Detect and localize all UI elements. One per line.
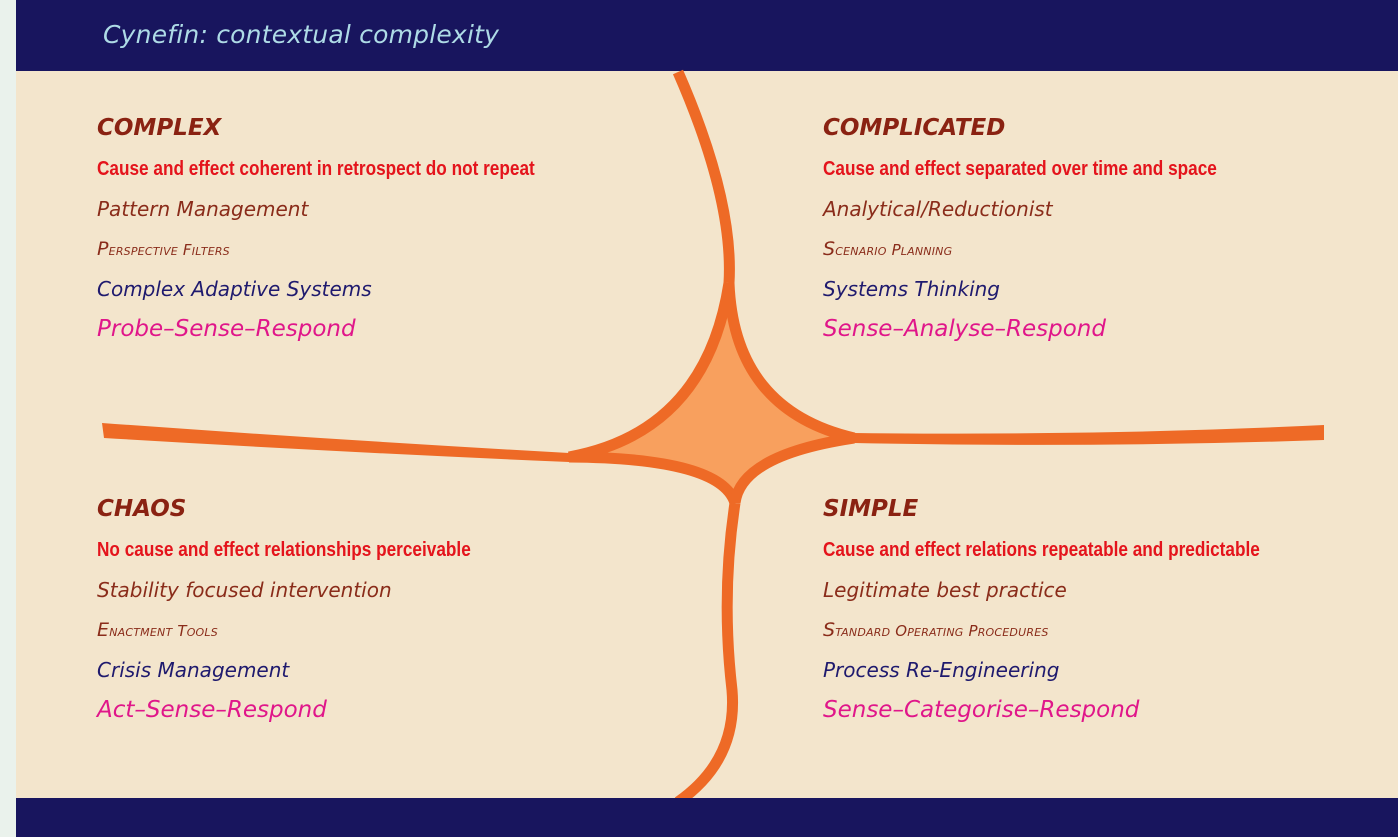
management-approach: Pattern Management [97,197,309,221]
domain-boundary-shape [102,69,1324,807]
footer-bar [16,798,1398,837]
page-title: Cynefin: contextual complexity [103,20,500,49]
decision-model: Probe–Sense–Respond [97,316,356,342]
domain-complicated: COMPLICATED Cause and effect separated o… [823,113,1281,349]
domain-heading: CHAOS [97,496,187,522]
domain-simple: SIMPLE Cause and effect relations repeat… [823,494,1331,730]
domain-complex: COMPLEX Cause and effect coherent in ret… [97,113,606,349]
decision-model: Sense–Categorise–Respond [823,697,1140,723]
boundary-arc-top-left [568,282,735,463]
decision-model: Sense–Analyse–Respond [823,316,1106,342]
underlying-theory: Systems Thinking [823,277,1000,301]
management-tool: Perspective Filters [97,238,230,260]
domain-chaos: CHAOS No cause and effect relationships … [97,494,532,730]
header-bar: Cynefin: contextual complexity [16,0,1398,71]
cause-effect-relation: No cause and effect relationships percei… [97,539,471,561]
management-tool: Enactment Tools [97,619,218,641]
cause-effect-relation: Cause and effect relations repeatable an… [823,539,1260,561]
domain-heading: COMPLICATED [823,115,1006,141]
cause-effect-relation: Cause and effect coherent in retrospect … [97,158,535,180]
underlying-theory: Complex Adaptive Systems [97,277,372,301]
management-approach: Analytical/Reductionist [823,197,1053,221]
management-tool: Standard Operating Procedures [823,619,1049,641]
boundary-arc-top [672,69,735,284]
decision-model: Act–Sense–Respond [97,697,327,723]
boundary-arc-bottom-left [568,451,741,506]
boundary-arc-top-right [723,282,856,444]
boundary-arc-bottom [674,502,741,807]
underlying-theory: Crisis Management [97,658,290,682]
management-approach: Legitimate best practice [823,578,1067,602]
cause-effect-relation: Cause and effect separated over time and… [823,158,1217,180]
management-approach: Stability focused intervention [97,578,392,602]
domain-heading: SIMPLE [823,496,919,522]
management-tool: Scenario Planning [823,238,953,260]
center-disorder-area [569,283,854,503]
underlying-theory: Process Re-Engineering [823,658,1060,682]
boundary-band-right [854,425,1324,445]
boundary-band-left [102,423,569,462]
boundary-arc-bottom-right [729,432,855,505]
domain-heading: COMPLEX [97,115,222,141]
diagram-panel: Cynefin: contextual complexity COMPLEX C… [16,0,1398,837]
